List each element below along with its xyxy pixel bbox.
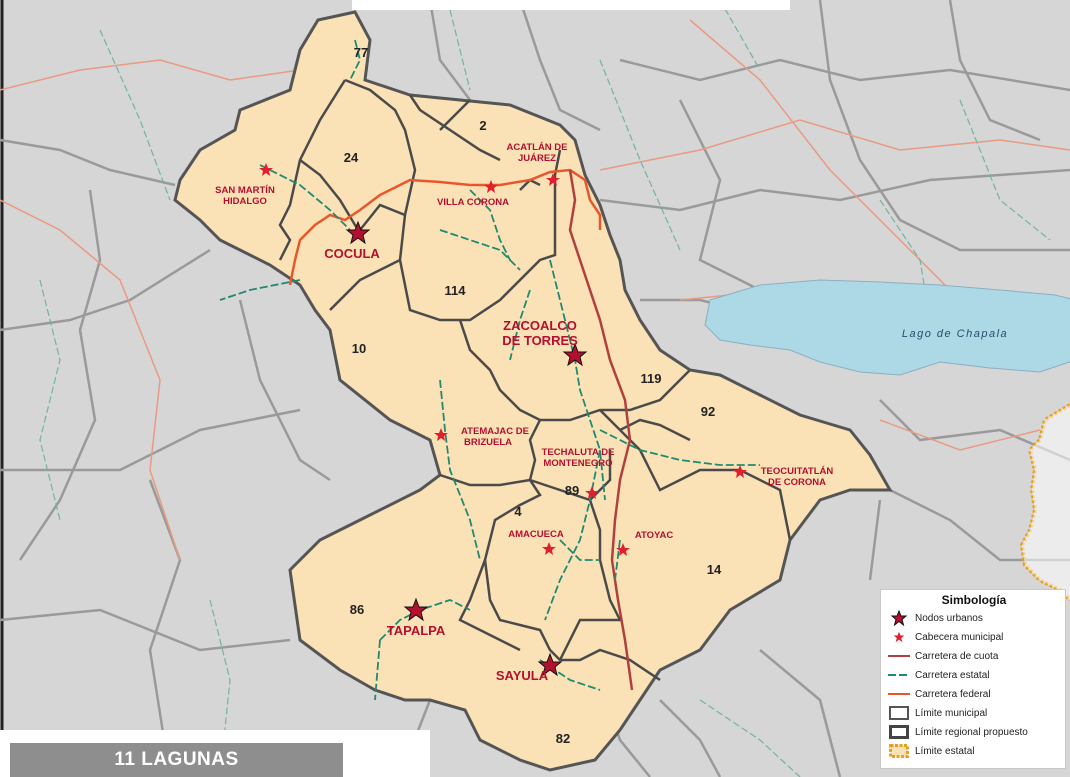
municipal-seat-markers bbox=[259, 163, 747, 556]
municipal-seat-labels: SAN MARTÍN HIDALGO VILLA CORONA ACATLÁN … bbox=[215, 142, 833, 541]
federal-road bbox=[288, 168, 602, 286]
legend-row-state-road: Carretera estatal bbox=[887, 667, 989, 683]
legend-label-municipal-limit: Límite municipal bbox=[915, 707, 988, 719]
star-icon[interactable] bbox=[259, 163, 273, 176]
box-icon bbox=[887, 705, 911, 721]
top-mask bbox=[352, 0, 790, 10]
state-roads bbox=[219, 39, 760, 701]
line-icon bbox=[887, 648, 911, 664]
legend-row-municipal-seat: Cabecera municipal bbox=[887, 629, 1003, 645]
urban-node-labels: COCULA ZACOALCO DE TORRES TAPALPA SAYULA bbox=[324, 246, 578, 683]
label-san-martin-2[interactable]: HIDALGO bbox=[223, 196, 267, 207]
legend-label-urban-nodes: Nodos urbanos bbox=[915, 612, 983, 624]
star-icon[interactable] bbox=[733, 465, 747, 478]
label-teocuitatlan-1[interactable]: TEOCUITATLÁN bbox=[761, 466, 834, 477]
label-atemajac-2[interactable]: BRIZUELA bbox=[464, 437, 512, 448]
number-82: 82 bbox=[556, 731, 570, 746]
star-icon[interactable] bbox=[537, 652, 563, 677]
legend-label-regional-limit: Límite regional propuesto bbox=[915, 726, 1028, 738]
number-4: 4 bbox=[514, 504, 522, 519]
legend-label-state-limit: Límite estatal bbox=[915, 745, 975, 757]
star-icon[interactable] bbox=[585, 486, 599, 499]
label-atoyac[interactable]: ATOYAC bbox=[635, 530, 674, 541]
label-zacoalco-line1[interactable]: ZACOALCO bbox=[503, 318, 577, 333]
label-sayula[interactable]: SAYULA bbox=[496, 668, 549, 683]
number-89: 89 bbox=[565, 483, 579, 498]
toll-road bbox=[568, 169, 634, 691]
number-14: 14 bbox=[707, 562, 722, 577]
star-icon bbox=[887, 610, 911, 626]
urban-node-markers bbox=[345, 220, 588, 677]
legend-row-state-limit: Límite estatal bbox=[887, 743, 974, 759]
legend-row-toll-road: Carretera de cuota bbox=[887, 648, 998, 664]
label-zacoalco-line2[interactable]: DE TORRES bbox=[502, 333, 578, 348]
label-techaluta-1[interactable]: TECHALUTA DE bbox=[542, 447, 615, 458]
number-2: 2 bbox=[479, 118, 486, 133]
out-of-state-area bbox=[1022, 405, 1070, 600]
label-cocula[interactable]: COCULA bbox=[324, 246, 380, 261]
star-icon[interactable] bbox=[562, 342, 588, 367]
dashed-line-icon bbox=[887, 667, 911, 683]
background-state-roads bbox=[39, 0, 1051, 777]
number-86: 86 bbox=[350, 602, 364, 617]
lake-chapala[interactable] bbox=[704, 279, 1070, 376]
label-acatlan-2[interactable]: JUÁREZ bbox=[518, 153, 556, 164]
label-acatlan-1[interactable]: ACATLÁN DE bbox=[506, 142, 567, 153]
star-icon[interactable] bbox=[546, 173, 560, 186]
legend-row-urban-nodes: Nodos urbanos bbox=[887, 610, 983, 626]
number-10: 10 bbox=[352, 341, 366, 356]
star-icon[interactable] bbox=[484, 180, 498, 193]
legend-title: Simbología bbox=[941, 593, 1007, 607]
lake-label: Lago de Chapala bbox=[902, 328, 1008, 340]
line-icon bbox=[887, 686, 911, 702]
region-title-banner: 11 LAGUNAS bbox=[10, 743, 343, 777]
label-tapalpa[interactable]: TAPALPA bbox=[387, 623, 446, 638]
legend-row-municipal-limit: Límite municipal bbox=[887, 705, 987, 721]
star-icon[interactable] bbox=[616, 543, 630, 556]
region-numbers: 77 2 24 114 10 119 92 89 4 14 86 82 bbox=[344, 45, 722, 746]
number-114: 114 bbox=[445, 283, 467, 298]
number-77: 77 bbox=[354, 45, 368, 60]
legend-label-toll-road: Carretera de cuota bbox=[915, 650, 999, 662]
legend-label-state-road: Carretera estatal bbox=[915, 669, 990, 681]
label-amacueca[interactable]: AMACUECA bbox=[508, 529, 564, 540]
legend-row-federal-road: Carretera federal bbox=[887, 686, 991, 702]
legend-label-municipal-seat: Cabecera municipal bbox=[915, 631, 1004, 643]
star-icon[interactable] bbox=[345, 220, 371, 245]
label-atemajac-1[interactable]: ATEMAJAC DE bbox=[461, 426, 529, 437]
box-icon bbox=[887, 743, 911, 759]
legend-panel: Simbología Nodos urbanos Cabecera munici… bbox=[880, 589, 1066, 769]
star-icon bbox=[887, 629, 911, 645]
label-villa-corona[interactable]: VILLA CORONA bbox=[437, 197, 509, 208]
label-teocuitatlan-2[interactable]: DE CORONA bbox=[768, 477, 826, 488]
label-techaluta-2[interactable]: MONTENEGRO bbox=[543, 458, 612, 469]
box-icon bbox=[887, 724, 911, 740]
number-92: 92 bbox=[701, 404, 715, 419]
number-24: 24 bbox=[344, 150, 359, 165]
number-119: 119 bbox=[641, 371, 662, 386]
star-icon[interactable] bbox=[403, 597, 429, 622]
region-polygon[interactable] bbox=[173, 10, 893, 772]
legend-row-regional-limit: Límite regional propuesto bbox=[887, 724, 1028, 740]
star-icon[interactable] bbox=[434, 428, 448, 441]
star-icon[interactable] bbox=[542, 542, 556, 555]
label-san-martin-1[interactable]: SAN MARTÍN bbox=[215, 185, 275, 196]
legend-label-federal-road: Carretera federal bbox=[915, 688, 991, 700]
